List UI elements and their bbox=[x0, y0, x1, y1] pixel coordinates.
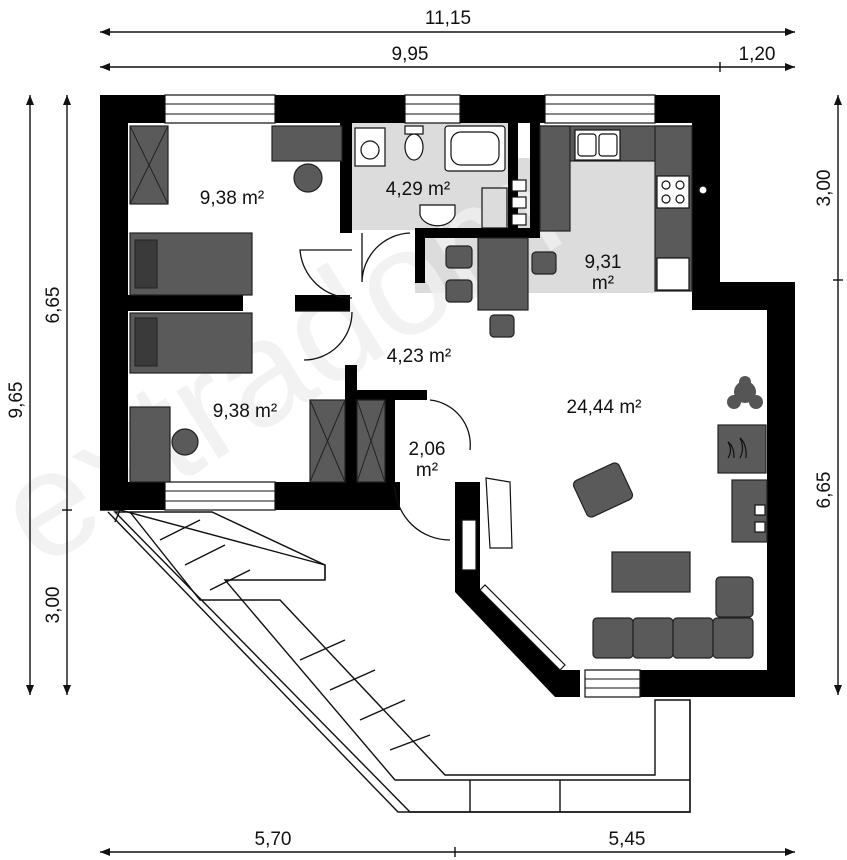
sofa-seat bbox=[712, 617, 754, 659]
dining-chair bbox=[489, 314, 515, 338]
dim-top-right: 1,20 bbox=[739, 44, 776, 65]
room-area-kitchen-unit: m² bbox=[592, 273, 614, 294]
room-area-living-room: 24,44 m² bbox=[567, 397, 642, 418]
dim-left-total: 9,65 bbox=[6, 382, 27, 419]
sofa-seat bbox=[632, 617, 674, 659]
armchair bbox=[572, 462, 634, 518]
dining-chair bbox=[445, 245, 473, 269]
bed-details bbox=[134, 239, 158, 367]
fire-icon bbox=[727, 437, 747, 459]
sofa-seat bbox=[672, 617, 714, 659]
desk-chair bbox=[171, 428, 199, 456]
room-area-bathroom: 4,29 m² bbox=[386, 179, 450, 200]
windows bbox=[164, 94, 656, 698]
hob bbox=[656, 175, 690, 209]
wardrobe-cross bbox=[129, 125, 386, 483]
wall-light bbox=[698, 185, 708, 195]
room-area-storage-unit: m² bbox=[416, 460, 438, 481]
dimension-arrows bbox=[26, 28, 842, 856]
dim-bottom-left: 5,70 bbox=[255, 829, 292, 850]
dim-bottom-right: 5,45 bbox=[609, 829, 646, 850]
bay-window bbox=[461, 477, 513, 571]
fridge bbox=[656, 257, 690, 291]
room-area-bedroom-bottom: 9,38 m² bbox=[213, 401, 277, 422]
sofa-seat bbox=[592, 617, 634, 659]
terrace bbox=[100, 509, 691, 813]
room-area-storage: 2,06 bbox=[409, 439, 446, 460]
room-area-hall: 4,23 m² bbox=[387, 346, 451, 367]
desk bbox=[271, 125, 343, 162]
dim-right-upper: 3,00 bbox=[814, 170, 835, 207]
plant-icon bbox=[727, 376, 763, 409]
desk-chair bbox=[293, 163, 323, 193]
dining-chair bbox=[445, 279, 473, 303]
dining-chair bbox=[531, 251, 557, 275]
room-area-kitchen: 9,31 bbox=[585, 252, 622, 273]
toilet bbox=[404, 133, 424, 161]
fixtures bbox=[354, 125, 766, 533]
sofa-seat bbox=[715, 576, 754, 618]
doors bbox=[295, 232, 471, 541]
window-panes bbox=[165, 103, 655, 689]
dim-left-upper: 6,65 bbox=[43, 287, 64, 324]
dim-top-total: 11,15 bbox=[425, 8, 471, 29]
dim-right-lower: 6,65 bbox=[814, 472, 835, 509]
sink bbox=[419, 204, 456, 227]
tv-unit bbox=[611, 551, 691, 593]
dimension-lines bbox=[29, 31, 843, 857]
dining-table bbox=[477, 237, 529, 311]
dim-left-lower: 3,00 bbox=[43, 587, 64, 624]
room-area-bedroom-top: 9,38 m² bbox=[200, 188, 264, 209]
dim-top-main: 9,95 bbox=[392, 44, 429, 65]
desk bbox=[129, 406, 171, 483]
radiator bbox=[481, 187, 508, 229]
kitchen-counter-side bbox=[539, 125, 571, 232]
